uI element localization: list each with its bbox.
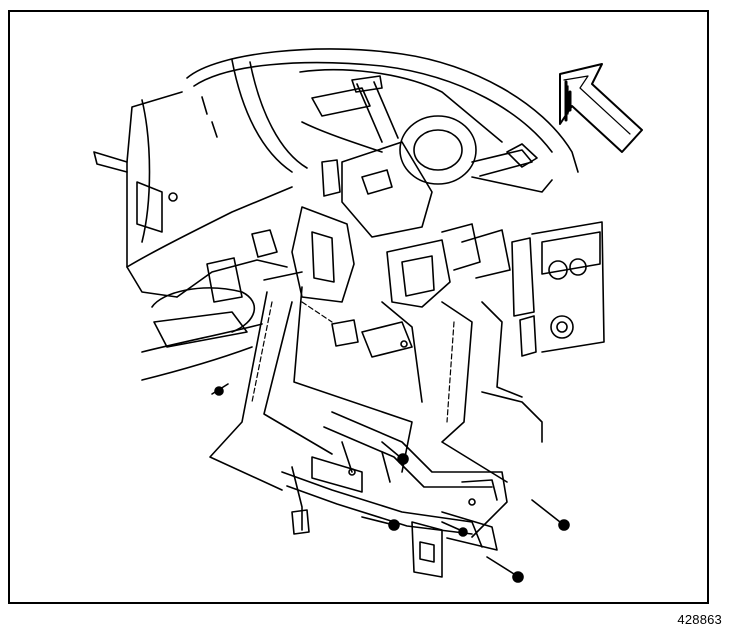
instrument-panel-outline — [186, 48, 579, 173]
bolt-icon — [531, 499, 570, 531]
bracket-exploded-outline — [209, 286, 543, 491]
figure-id-label: 428863 — [677, 612, 722, 627]
bolt-icon — [381, 441, 409, 465]
forward-arrow-icon — [559, 63, 643, 153]
center-stack-panel — [511, 221, 605, 357]
instrument-panel-illustration — [93, 48, 643, 583]
bolt-icon — [211, 383, 229, 396]
bolt-icon — [361, 516, 400, 531]
bolt-icon — [441, 521, 468, 537]
lower-bar-assembly — [281, 411, 508, 578]
center-bracket — [206, 206, 511, 358]
bolt-icon — [486, 556, 524, 583]
diagram-frame — [8, 10, 709, 604]
extension-lines — [251, 301, 455, 423]
left-side-panel — [93, 91, 293, 381]
steering-column — [321, 75, 553, 238]
